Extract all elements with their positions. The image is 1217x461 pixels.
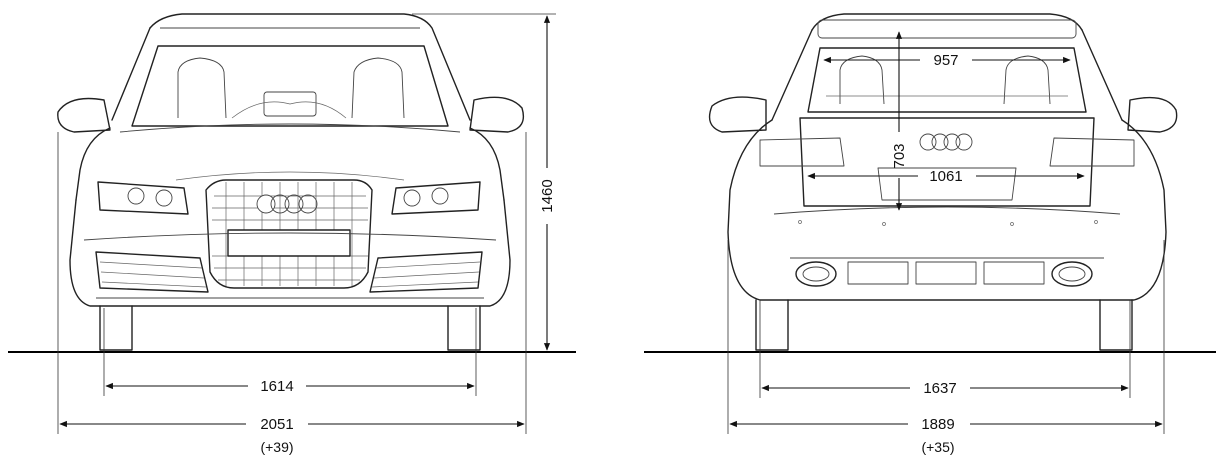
front-mirror-right bbox=[469, 96, 525, 133]
rear-mirror-right bbox=[1127, 96, 1178, 133]
taillight-right bbox=[1049, 137, 1135, 167]
rear-track-width: 1637 bbox=[923, 380, 956, 397]
front-bumper bbox=[69, 199, 511, 307]
front-tire-right bbox=[447, 305, 481, 351]
rear-spoiler bbox=[817, 19, 1077, 39]
front-mirror-left bbox=[57, 97, 111, 133]
rear-four-rings-logo bbox=[919, 133, 973, 151]
rear-roof-outline bbox=[811, 13, 1083, 31]
rear-view bbox=[644, 13, 1216, 353]
headlight-right bbox=[391, 181, 481, 215]
four-rings-logo bbox=[256, 194, 318, 214]
front-roof-outline bbox=[149, 13, 471, 121]
rear-view-mirror bbox=[263, 91, 317, 117]
front-overall-width: 2051 bbox=[260, 416, 293, 433]
rear-window-width: 957 bbox=[933, 52, 958, 69]
front-seat-right bbox=[351, 57, 405, 119]
rear-dimensions: 957 703 1061 1637 1889 (+35) bbox=[727, 31, 1165, 455]
rear-body-outline bbox=[727, 119, 1167, 301]
rear-body-width-extra: (+35) bbox=[921, 439, 954, 455]
tailgate-width: 1061 bbox=[929, 168, 962, 185]
rear-body-width: 1889 bbox=[921, 416, 954, 433]
rear-plate-recess bbox=[877, 167, 1017, 201]
front-track-width: 1614 bbox=[260, 378, 293, 395]
front-view bbox=[8, 13, 576, 353]
rear-mirror-left bbox=[708, 96, 767, 133]
rear-headrest-left bbox=[839, 55, 885, 105]
cargo-opening-height: 703 bbox=[891, 143, 908, 168]
rear-tire-right bbox=[1099, 299, 1133, 351]
license-plate bbox=[227, 229, 351, 257]
hood-edge bbox=[119, 123, 461, 133]
fog-intake-left bbox=[95, 251, 209, 293]
exhaust-right bbox=[1051, 261, 1093, 287]
front-overall-width-extra: (+39) bbox=[260, 439, 293, 455]
rear-tire-left bbox=[755, 299, 789, 351]
headlight-left bbox=[97, 181, 189, 215]
taillight-left bbox=[759, 137, 845, 167]
front-grille bbox=[205, 179, 373, 289]
rear-headrest-right bbox=[1003, 55, 1051, 105]
exhaust-left bbox=[795, 261, 837, 287]
fog-intake-right bbox=[369, 251, 483, 293]
front-seat-left bbox=[177, 57, 227, 119]
front-left-pillar bbox=[111, 27, 151, 121]
front-tire-left bbox=[99, 305, 133, 351]
front-overall-height: 1460 bbox=[539, 179, 556, 212]
tailgate bbox=[799, 117, 1095, 207]
front-dimensions: 1614 2051 (+39) 1460 bbox=[57, 13, 556, 455]
front-windshield bbox=[131, 45, 449, 127]
rear-window bbox=[807, 47, 1087, 113]
